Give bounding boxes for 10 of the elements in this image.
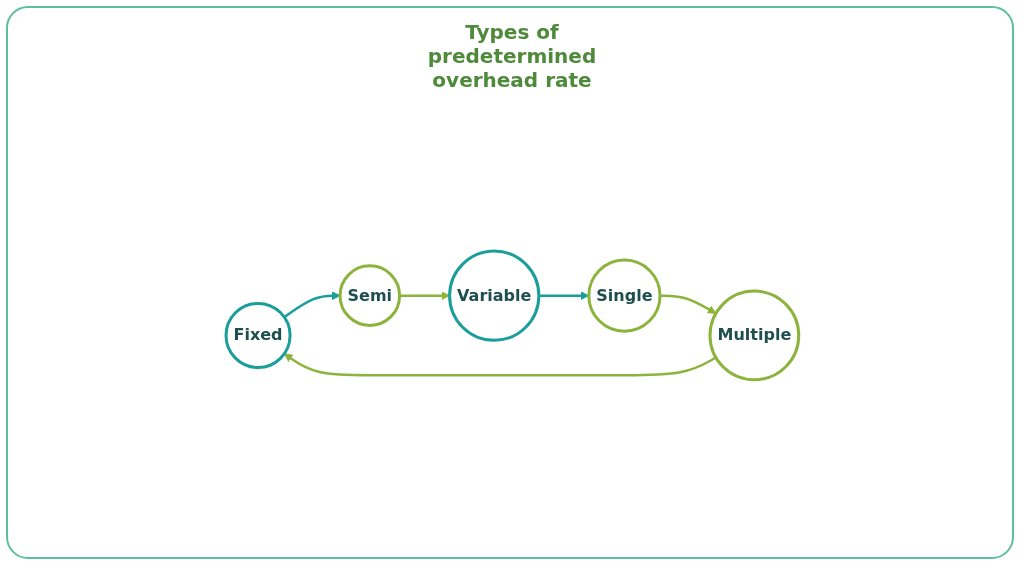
node-circle: Semi (338, 263, 401, 327)
node-circle: Single (586, 258, 662, 333)
node-circle: Variable (447, 249, 540, 342)
arrow (659, 293, 716, 314)
center-title: Types of predetermined overhead rate (426, 20, 598, 92)
node-circle: Multiple (708, 289, 800, 381)
arrow (283, 352, 717, 377)
node-circle: Fixed (224, 301, 292, 369)
arrow (538, 290, 589, 300)
arrow (399, 290, 450, 300)
